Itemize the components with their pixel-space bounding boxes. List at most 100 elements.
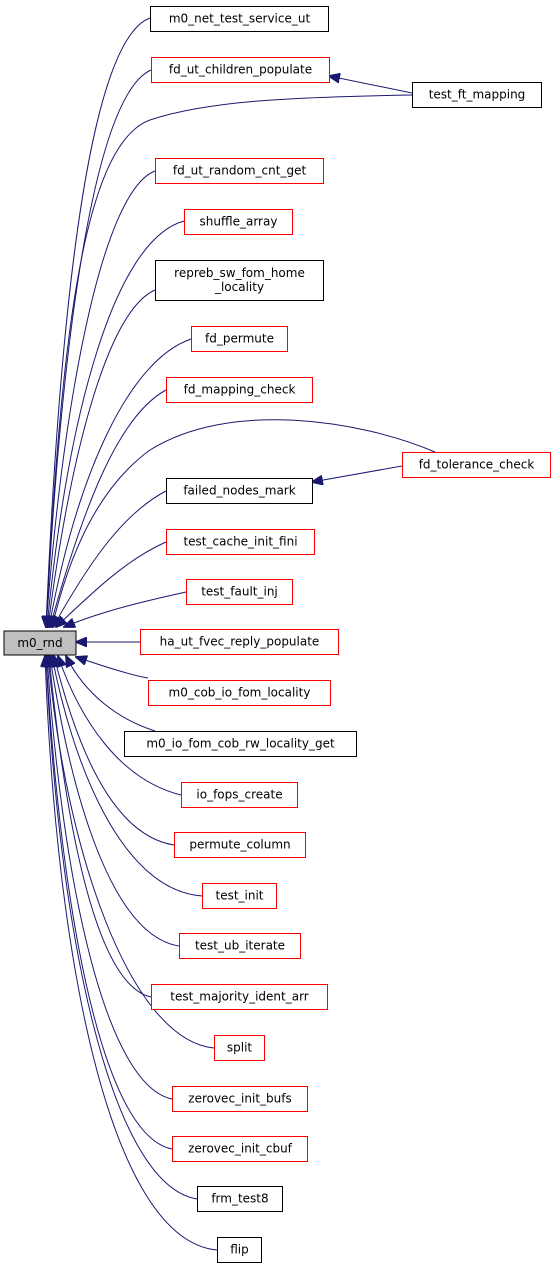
node-label: fd_ut_children_populate [169,63,312,77]
edge-test_majority_ident_arr-to-m0_rnd [49,656,152,998]
node-test_ub_iterate[interactable]: test_ub_iterate [179,933,301,959]
edge-test_ub_iterate-to-m0_rnd [50,656,180,947]
edge-zerovec_init_bufs-to-m0_rnd [47,656,173,1100]
node-label: test_fault_inj [201,585,278,599]
node-box [140,629,339,655]
node-box [150,6,329,32]
edge-test_init-to-m0_rnd [52,656,203,897]
node-label: frm_test8 [211,1192,268,1206]
node-label: fd_permute [205,332,274,346]
node-box [191,326,288,352]
node-label: _locality [214,280,264,294]
focus-node-label: m0_rnd [17,636,62,650]
node-m0_io_fom_cob_rw_locality_get[interactable]: m0_io_fom_cob_rw_locality_get [124,731,357,757]
node-test_majority_ident_arr[interactable]: test_majority_ident_arr [151,984,328,1010]
node-box [202,883,277,909]
edge-shuffle_array-to-m0_rnd [47,220,185,627]
node-label: zerovec_init_cbuf [188,1142,293,1156]
edge-m0_io_fom_cob_rw_locality_get-to-m0_rnd [66,656,156,732]
edge-test_fault_inj-to-m0_rnd [64,591,187,627]
edge-test_ft_mapping-to-m0_rnd [46,94,413,627]
node-label: test_ub_iterate [195,939,285,953]
edge-frm_test8-to-m0_rnd [46,656,198,1200]
edge-test_cache_init_fini-to-m0_rnd [56,541,167,627]
node-m0_net_test_service_ut[interactable]: m0_net_test_service_ut [150,6,329,32]
node-label: test_ft_mapping [429,88,526,102]
node-zerovec_init_bufs[interactable]: zerovec_init_bufs [172,1086,308,1112]
node-box [151,984,328,1010]
node-label: split [227,1041,253,1055]
node-box [217,1237,262,1263]
node-test_ft_mapping[interactable]: test_ft_mapping [412,82,542,108]
node-flip[interactable]: flip [217,1237,262,1263]
node-ha_ut_fvec_reply_populate[interactable]: ha_ut_fvec_reply_populate [140,629,339,655]
node-zerovec_init_cbuf[interactable]: zerovec_init_cbuf [172,1136,308,1162]
node-permute_column[interactable]: permute_column [174,832,306,858]
node-box [186,579,293,605]
edge-repreb_sw_fom_home_locality-to-m0_rnd [48,289,156,627]
node-repreb_sw_fom_home_locality[interactable]: repreb_sw_fom_home_locality [155,260,324,301]
node-test_fault_inj[interactable]: test_fault_inj [186,579,293,605]
edges-layer [45,17,436,1251]
node-split[interactable]: split [214,1035,265,1061]
node-label: io_fops_create [196,788,282,802]
edge-fd_ut_children_populate-to-m0_rnd [46,69,152,627]
node-label: fd_ut_random_cnt_get [173,164,307,178]
node-label: m0_cob_io_fom_locality [169,686,311,700]
node-fd_mapping_check[interactable]: fd_mapping_check [166,377,313,403]
node-box [148,680,331,706]
edge-io_fops_create-to-m0_rnd [58,656,182,796]
node-test_init[interactable]: test_init [202,883,277,909]
node-label: flip [230,1243,249,1257]
node-label: zerovec_init_bufs [188,1092,291,1106]
edge-m0_cob_io_fom_locality-to-m0_rnd [76,657,149,679]
edge-failed_nodes_mark-to-m0_rnd [53,490,167,627]
node-box [174,832,306,858]
node-test_cache_init_fini[interactable]: test_cache_init_fini [166,529,315,555]
edge-fd_ut_random_cnt_get-to-m0_rnd [46,170,156,627]
node-box [214,1035,265,1061]
focus-node-m0_rnd[interactable]: m0_rnd [3,630,77,656]
node-box [124,731,357,757]
edge-fd_tolerance_check-to-failed_nodes_mark [312,465,403,482]
node-failed_nodes_mark[interactable]: failed_nodes_mark [166,478,313,504]
node-box [197,1186,283,1212]
node-label: m0_io_fom_cob_rw_locality_get [146,737,335,751]
edge-m0_net_test_service_ut-to-m0_rnd [46,17,151,627]
node-label: test_init [215,889,263,903]
node-box [151,57,330,83]
nodes-layer: m0_rnd m0_net_test_service_ut fd_ut_child… [3,6,551,1263]
edge-fd_tolerance_check-to-m0_rnd [52,419,436,627]
node-fd_ut_children_populate[interactable]: fd_ut_children_populate [151,57,330,83]
node-shuffle_array[interactable]: shuffle_array [184,209,293,235]
node-box [155,260,324,301]
node-box [155,158,324,184]
node-fd_permute[interactable]: fd_permute [191,326,288,352]
node-label: shuffle_array [200,215,278,229]
edge-test_ft_mapping-to-fd_ut_children_populate [329,76,413,94]
edge-split-to-m0_rnd [48,656,215,1049]
edge-permute_column-to-m0_rnd [54,656,175,846]
node-label: repreb_sw_fom_home [174,266,305,280]
node-box [166,478,313,504]
node-box [172,1086,308,1112]
node-fd_ut_random_cnt_get[interactable]: fd_ut_random_cnt_get [155,158,324,184]
node-io_fops_create[interactable]: io_fops_create [181,782,298,808]
node-m0_cob_io_fom_locality[interactable]: m0_cob_io_fom_locality [148,680,331,706]
node-box [166,529,315,555]
node-label: fd_mapping_check [184,383,296,397]
node-box [166,377,313,403]
node-box [179,933,301,959]
node-label: permute_column [189,838,290,852]
node-label: m0_net_test_service_ut [169,12,311,26]
node-label: failed_nodes_mark [183,484,295,498]
edge-flip-to-m0_rnd [45,656,218,1251]
node-label: test_cache_init_fini [183,535,297,549]
node-box [402,452,551,478]
node-box [172,1136,308,1162]
node-frm_test8[interactable]: frm_test8 [197,1186,283,1212]
edge-fd_mapping_check-to-m0_rnd [50,389,167,627]
node-fd_tolerance_check[interactable]: fd_tolerance_check [402,452,551,478]
node-box [181,782,298,808]
node-label: test_majority_ident_arr [170,990,309,1004]
